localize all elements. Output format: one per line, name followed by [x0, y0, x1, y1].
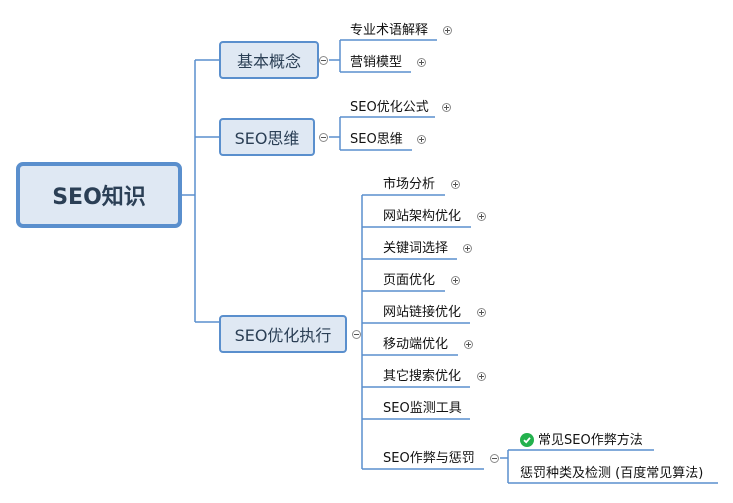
node-link-optimization[interactable]: 网站链接优化 [383, 305, 462, 320]
node-seo-thinking[interactable]: SEO思维 [350, 132, 403, 147]
node-site-architecture[interactable]: 网站架构优化 [383, 209, 462, 224]
node-keyword-selection[interactable]: 关键词选择 [383, 241, 449, 256]
branch-label: SEO优化执行 [234, 326, 332, 345]
node-other-search[interactable]: 其它搜索优化 [383, 369, 462, 384]
root-label: SEO知识 [52, 185, 146, 210]
plus-circle-icon[interactable] [477, 372, 486, 381]
plus-circle-icon[interactable] [451, 276, 460, 285]
plus-circle-icon[interactable] [442, 103, 451, 112]
branch-seo-execution[interactable]: SEO优化执行 [219, 315, 347, 353]
plus-circle-icon[interactable] [464, 340, 473, 349]
node-seo-formula[interactable]: SEO优化公式 [350, 100, 429, 115]
node-mobile-optimization[interactable]: 移动端优化 [383, 337, 449, 352]
check-circle-icon [520, 433, 534, 447]
node-page-optimization[interactable]: 页面优化 [383, 273, 436, 288]
root-node[interactable]: SEO知识 [16, 162, 182, 228]
branch-seo-thinking[interactable]: SEO思维 [219, 118, 315, 156]
minus-circle-icon[interactable] [490, 454, 499, 463]
plus-circle-icon[interactable] [417, 135, 426, 144]
branch-label: 基本概念 [236, 52, 301, 71]
minus-circle-icon[interactable] [319, 133, 328, 142]
plus-circle-icon[interactable] [477, 308, 486, 317]
node-market-analysis[interactable]: 市场分析 [383, 177, 436, 192]
node-common-cheating[interactable]: 常见SEO作弊方法 [538, 433, 643, 448]
minus-circle-icon[interactable] [319, 56, 328, 65]
plus-circle-icon[interactable] [451, 180, 460, 189]
plus-circle-icon[interactable] [417, 58, 426, 67]
node-penalty-detection[interactable]: 惩罚种类及检测 (百度常见算法) [520, 466, 704, 481]
node-cheating-penalty[interactable]: SEO作弊与惩罚 [383, 451, 475, 466]
plus-circle-icon[interactable] [477, 212, 486, 221]
node-glossary[interactable]: 专业术语解释 [350, 23, 429, 38]
node-marketing-model[interactable]: 营销模型 [350, 55, 403, 70]
plus-circle-icon[interactable] [463, 244, 472, 253]
plus-circle-icon[interactable] [443, 26, 452, 35]
branch-label: SEO思维 [234, 129, 300, 148]
minus-circle-icon[interactable] [352, 330, 361, 339]
node-monitoring-tools[interactable]: SEO监测工具 [383, 401, 462, 416]
branch-basic-concepts[interactable]: 基本概念 [219, 41, 319, 79]
